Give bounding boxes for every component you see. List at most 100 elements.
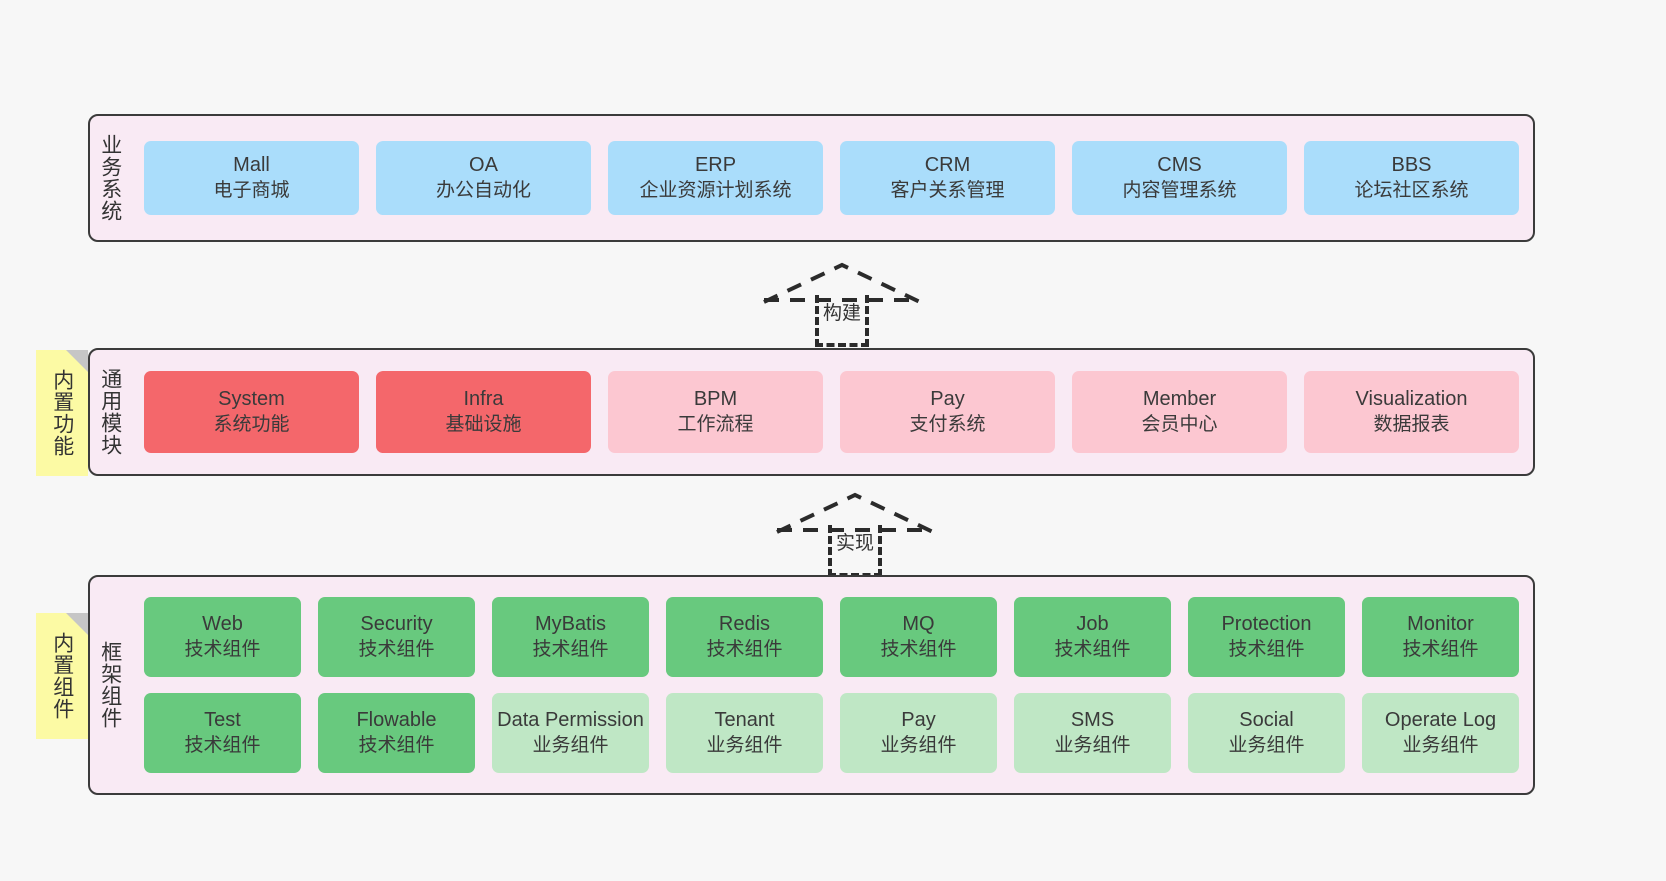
node-test[interactable]: Test 技术组件	[144, 693, 301, 773]
node-title: BPM	[693, 388, 738, 411]
node-title: OA	[469, 154, 498, 177]
node-title: CMS	[1157, 154, 1202, 177]
node-title: MQ	[902, 613, 935, 636]
dashed-triangle-arrowhead-icon	[763, 262, 921, 304]
node-title: Redis	[718, 613, 771, 636]
arrow-implement: 实现	[770, 492, 940, 577]
node-pay-module[interactable]: Pay 支付系统	[840, 371, 1055, 453]
node-title: Visualization	[1355, 388, 1468, 411]
node-system[interactable]: System 系统功能	[144, 371, 359, 453]
node-sms[interactable]: SMS 业务组件	[1014, 693, 1171, 773]
node-title: Data Permission	[497, 709, 644, 732]
node-subtitle: 技术组件	[880, 638, 957, 660]
sticky-note-builtin-component[interactable]: 内置组件	[36, 613, 88, 739]
arrow-label-implement: 实现	[835, 533, 875, 554]
node-subtitle: 业务组件	[880, 734, 957, 756]
node-subtitle: 技术组件	[184, 638, 261, 660]
layer-body-business-system: Mall 电子商城 OA 办公自动化 ERP 企业资源计划系统 CRM 客户关系…	[130, 116, 1533, 240]
node-subtitle: 客户关系管理	[890, 179, 1005, 201]
node-title: Flowable	[356, 709, 437, 732]
node-pay-component[interactable]: Pay 业务组件	[840, 693, 997, 773]
node-tenant[interactable]: Tenant 业务组件	[666, 693, 823, 773]
node-mall[interactable]: Mall 电子商城	[144, 141, 359, 215]
dashed-triangle-arrowhead-icon	[776, 492, 934, 534]
node-subtitle: 技术组件	[706, 638, 783, 660]
node-social[interactable]: Social 业务组件	[1188, 693, 1345, 773]
node-subtitle: 业务组件	[1228, 734, 1305, 756]
node-subtitle: 业务组件	[532, 734, 609, 756]
node-subtitle: 数据报表	[1373, 413, 1450, 435]
node-mybatis[interactable]: MyBatis 技术组件	[492, 597, 649, 677]
node-crm[interactable]: CRM 客户关系管理	[840, 141, 1055, 215]
node-row: Web 技术组件 Security 技术组件 MyBatis 技术组件 Redi…	[144, 597, 1519, 677]
layer-business-system: 业务系统 Mall 电子商城 OA 办公自动化 ERP 企业资源计划系统 CRM…	[88, 114, 1535, 242]
node-subtitle: 技术组件	[184, 734, 261, 756]
node-operate-log[interactable]: Operate Log 业务组件	[1362, 693, 1519, 773]
node-subtitle: 技术组件	[358, 638, 435, 660]
node-title: SMS	[1070, 709, 1115, 732]
node-row: Test 技术组件 Flowable 技术组件 Data Permission …	[144, 693, 1519, 773]
node-subtitle: 论坛社区系统	[1354, 179, 1469, 201]
node-infra[interactable]: Infra 基础设施	[376, 371, 591, 453]
layer-common-module: 通用模块 System 系统功能 Infra 基础设施 BPM 工作流程 Pay…	[88, 348, 1535, 476]
node-title: Infra	[463, 388, 504, 411]
node-visualization[interactable]: Visualization 数据报表	[1304, 371, 1519, 453]
node-title: ERP	[694, 154, 737, 177]
node-title: Test	[204, 709, 241, 732]
node-subtitle: 系统功能	[213, 413, 290, 435]
node-oa[interactable]: OA 办公自动化	[376, 141, 591, 215]
node-row: Mall 电子商城 OA 办公自动化 ERP 企业资源计划系统 CRM 客户关系…	[144, 141, 1519, 215]
node-subtitle: 电子商城	[213, 179, 290, 201]
layer-title-framework-component: 框架组件	[98, 641, 122, 729]
sticky-note-builtin-function[interactable]: 内置功能	[36, 350, 88, 476]
layer-title-business-system: 业务系统	[98, 134, 122, 222]
node-title: System	[218, 388, 285, 411]
node-protection[interactable]: Protection 技术组件	[1188, 597, 1345, 677]
node-mq[interactable]: MQ 技术组件	[840, 597, 997, 677]
node-subtitle: 办公自动化	[435, 179, 531, 201]
node-title: MyBatis	[534, 613, 607, 636]
arrow-build: 构建	[757, 262, 927, 347]
node-title: Protection	[1221, 613, 1312, 636]
node-web[interactable]: Web 技术组件	[144, 597, 301, 677]
node-subtitle: 技术组件	[1228, 638, 1305, 660]
node-title: Mall	[233, 154, 270, 177]
node-title: Pay	[930, 388, 965, 411]
node-subtitle: 技术组件	[358, 734, 435, 756]
node-bpm[interactable]: BPM 工作流程	[608, 371, 823, 453]
node-subtitle: 支付系统	[909, 413, 986, 435]
node-title: BBS	[1391, 154, 1432, 177]
node-subtitle: 技术组件	[1054, 638, 1131, 660]
node-row: System 系统功能 Infra 基础设施 BPM 工作流程 Pay 支付系统…	[144, 371, 1519, 453]
node-subtitle: 内容管理系统	[1122, 179, 1237, 201]
node-monitor[interactable]: Monitor 技术组件	[1362, 597, 1519, 677]
layer-title-common-module: 通用模块	[98, 368, 122, 456]
node-security[interactable]: Security 技术组件	[318, 597, 475, 677]
node-title: CRM	[924, 154, 971, 177]
node-subtitle: 业务组件	[1402, 734, 1479, 756]
node-subtitle: 基础设施	[445, 413, 522, 435]
node-flowable[interactable]: Flowable 技术组件	[318, 693, 475, 773]
node-title: Tenant	[714, 709, 775, 732]
node-subtitle: 技术组件	[1402, 638, 1479, 660]
layer-body-framework-component: Web 技术组件 Security 技术组件 MyBatis 技术组件 Redi…	[130, 577, 1533, 793]
node-cms[interactable]: CMS 内容管理系统	[1072, 141, 1287, 215]
node-member[interactable]: Member 会员中心	[1072, 371, 1287, 453]
node-subtitle: 会员中心	[1141, 413, 1218, 435]
node-bbs[interactable]: BBS 论坛社区系统	[1304, 141, 1519, 215]
node-title: Member	[1142, 388, 1217, 411]
node-title: Social	[1239, 709, 1294, 732]
node-data-permission[interactable]: Data Permission 业务组件	[492, 693, 649, 773]
node-title: Pay	[901, 709, 936, 732]
arrow-shaft	[815, 295, 869, 347]
node-erp[interactable]: ERP 企业资源计划系统	[608, 141, 823, 215]
node-title: Web	[202, 613, 243, 636]
node-job[interactable]: Job 技术组件	[1014, 597, 1171, 677]
node-redis[interactable]: Redis 技术组件	[666, 597, 823, 677]
node-subtitle: 业务组件	[706, 734, 783, 756]
layer-body-common-module: System 系统功能 Infra 基础设施 BPM 工作流程 Pay 支付系统…	[130, 350, 1533, 474]
node-title: Monitor	[1407, 613, 1474, 636]
node-subtitle: 企业资源计划系统	[639, 179, 792, 201]
node-subtitle: 技术组件	[532, 638, 609, 660]
